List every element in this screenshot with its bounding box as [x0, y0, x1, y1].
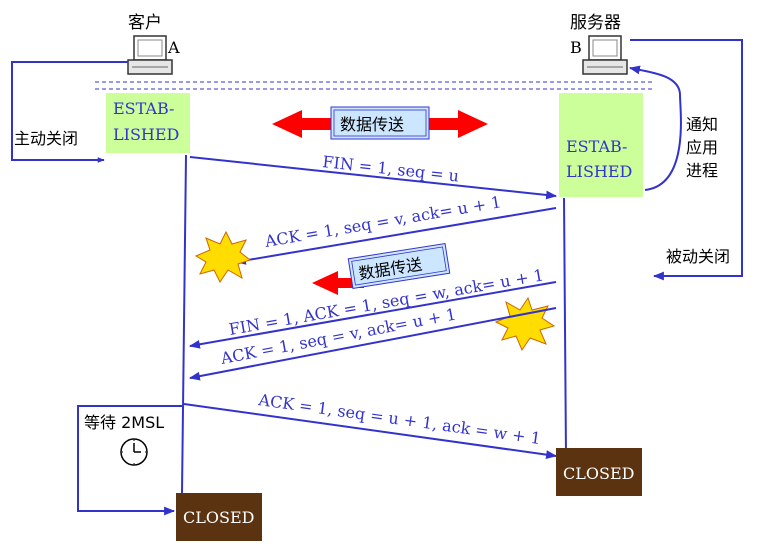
wait-2msl-label: 等待 2MSL: [84, 413, 164, 432]
server-established-text-2: LISHED: [566, 162, 632, 181]
server-name: 服务器: [570, 13, 621, 33]
notify-label-1: 通知: [686, 115, 718, 134]
passive-close-arrow: [630, 39, 743, 281]
active-close-label: 主动关闭: [14, 129, 78, 148]
ack1-message: ACK = 1, seq = v, ack= u + 1: [263, 192, 503, 251]
client-letter: A: [167, 38, 180, 57]
server-computer-icon: [582, 35, 628, 75]
data-transfer-box: [330, 106, 430, 140]
fin-arrow: [189, 156, 558, 200]
data-transfer-box-2: [347, 242, 451, 290]
notify-application-arrow: [628, 65, 682, 191]
passive-close-label: 被动关闭: [666, 247, 730, 266]
client-timeline: [181, 154, 187, 494]
notify-label-2: 应用: [686, 138, 718, 157]
lost-burst-icon: [194, 230, 252, 283]
server-timeline: [563, 197, 569, 457]
final-ack-message: ACK = 1, seq = u + 1, ack = w + 1: [256, 390, 542, 448]
lost-burst-icon-2: [494, 296, 556, 352]
ack1-arrow: [234, 207, 557, 265]
clock-icon: [120, 438, 148, 466]
ack2-arrow: [188, 307, 557, 381]
client-established-text-1: ESTAB-: [113, 99, 174, 118]
client-established-text-2: LISHED: [113, 125, 179, 144]
client-closed-state: [176, 493, 262, 541]
server-established-state: [559, 93, 643, 197]
server-closed-text: CLOSED: [563, 464, 634, 483]
server-closed-state: [556, 448, 642, 496]
notify-label-3: 进程: [686, 161, 718, 180]
server-established-text-1: ESTAB-: [566, 137, 627, 156]
data-transfer-left-arrow: [312, 271, 364, 295]
fin-message: FIN = 1, seq = u: [322, 152, 460, 185]
wait-2msl-bracket: [77, 405, 182, 516]
client-closed-text: CLOSED: [183, 508, 254, 527]
client-name: 客户: [128, 13, 162, 33]
final-ack-arrow: [183, 403, 558, 459]
fin-ack-arrow: [188, 281, 557, 349]
server-letter: B: [570, 38, 582, 57]
client-computer-icon: [127, 35, 173, 75]
data-transfer-label: 数据传送: [340, 115, 404, 134]
client-established-state: [106, 93, 190, 153]
active-close-arrow: [11, 61, 128, 163]
